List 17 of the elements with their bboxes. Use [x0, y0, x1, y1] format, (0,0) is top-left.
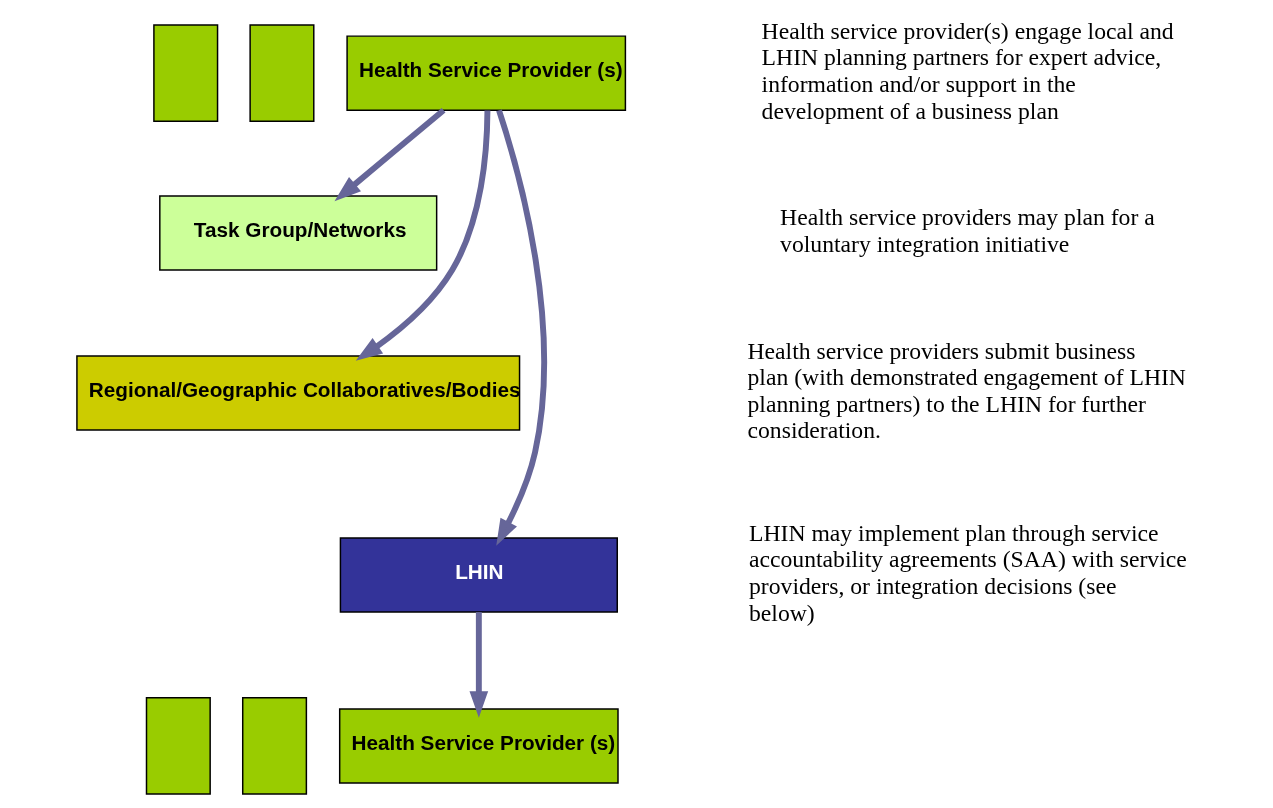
node-box: Task Group/Networks — [159, 195, 438, 271]
node-box — [242, 697, 308, 795]
arrow — [334, 107, 446, 202]
label: Health service providers submit business plan (with demonstrated engagement of LHIN planning partners) to the LHIN for further consideration. — [747, 337, 1186, 444]
node-box: LHIN — [339, 537, 618, 613]
arrow — [496, 109, 548, 546]
arrow — [355, 110, 491, 361]
label: Health service providers may plan for a voluntary integration initiative — [780, 204, 1155, 257]
label: LHIN may implement plan through service accountability agreements (SAA) with service providers, or integration decisions (see below) — [749, 519, 1187, 626]
label: Health service provider(s) engage local and LHIN planning partners for expert advice, information and/or support in the development of a business plan — [761, 17, 1174, 124]
node-box: Regional/Geographic Collaboratives/Bodies — [76, 355, 521, 431]
node-box — [145, 697, 211, 795]
node-box — [153, 24, 219, 122]
node-box: Health Service Provider (s) — [346, 35, 627, 111]
arrow — [469, 612, 489, 718]
node-box — [249, 24, 315, 122]
node-box: Health Service Provider (s) — [338, 708, 619, 784]
